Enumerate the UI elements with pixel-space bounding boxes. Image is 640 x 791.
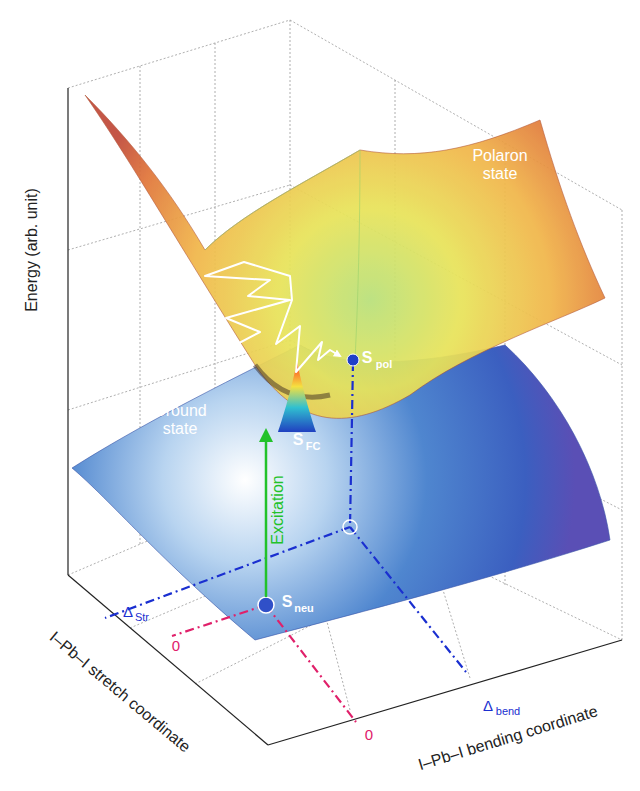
state-symbol: S	[282, 593, 293, 611]
state-name: Ground state	[149, 402, 211, 437]
displacement-symbol: Δ	[483, 698, 493, 715]
state-subscript: neu	[294, 602, 314, 614]
state-name: Polaron state	[465, 147, 535, 182]
displacement-subscript: bend	[496, 705, 520, 717]
state-symbol: S	[362, 349, 373, 367]
displacement-subscript: Str	[135, 611, 149, 623]
origin-tick: 0	[365, 727, 373, 744]
displacement-symbol: Δ	[123, 604, 133, 621]
transition-label: Excitation	[269, 475, 287, 544]
state-subscript: FC	[306, 440, 321, 452]
state-symbol: S	[293, 431, 304, 449]
state-subscript: pol	[376, 358, 393, 370]
origin-tick: 0	[172, 638, 180, 655]
axis-title: Energy (arb. unit)	[23, 188, 41, 312]
axis-title: I–Pb–I stretch coordinate	[46, 628, 194, 756]
